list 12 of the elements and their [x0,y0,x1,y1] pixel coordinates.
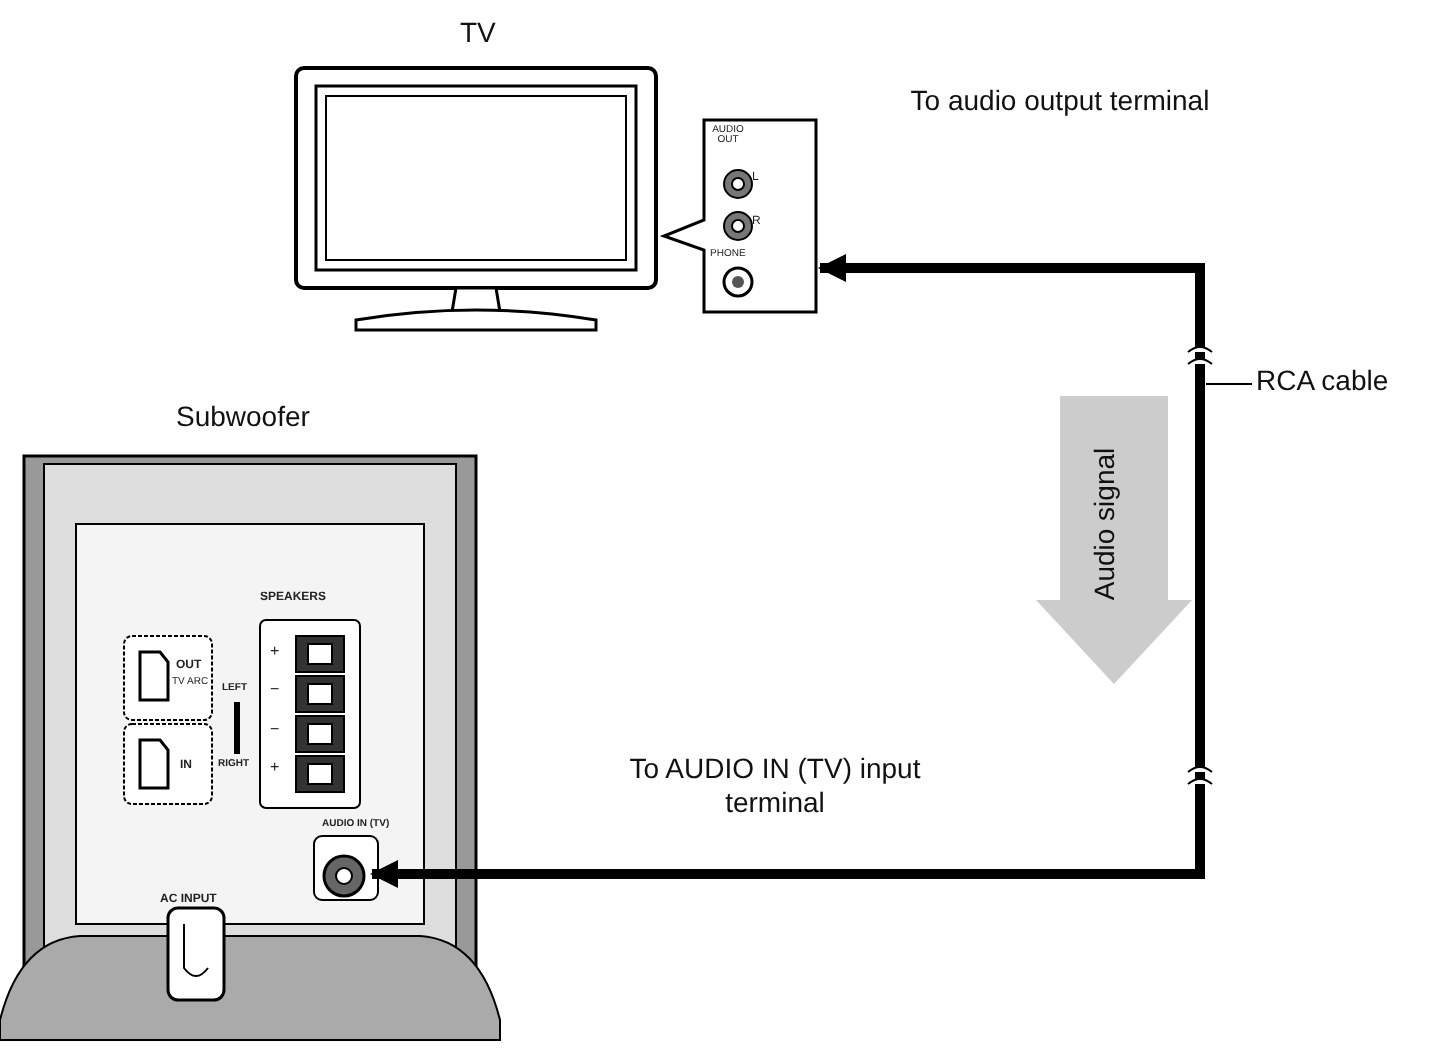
callout-text: To AUDIO IN (TV) input terminal [627,752,923,820]
leader-line [1205,383,1253,385]
panel-label: + [270,760,280,776]
callout-text: To audio output terminal [908,84,1212,118]
panel-label: − [270,682,280,698]
tv-heading: TV [460,16,496,48]
subwoofer-heading: Subwoofer [176,400,310,432]
rca-cable [370,254,1205,888]
cable-label: RCA cable [1256,364,1389,398]
panel-label: + [270,644,280,660]
signal-label: Audio signal [1088,447,1121,601]
panel-label: − [270,722,280,738]
